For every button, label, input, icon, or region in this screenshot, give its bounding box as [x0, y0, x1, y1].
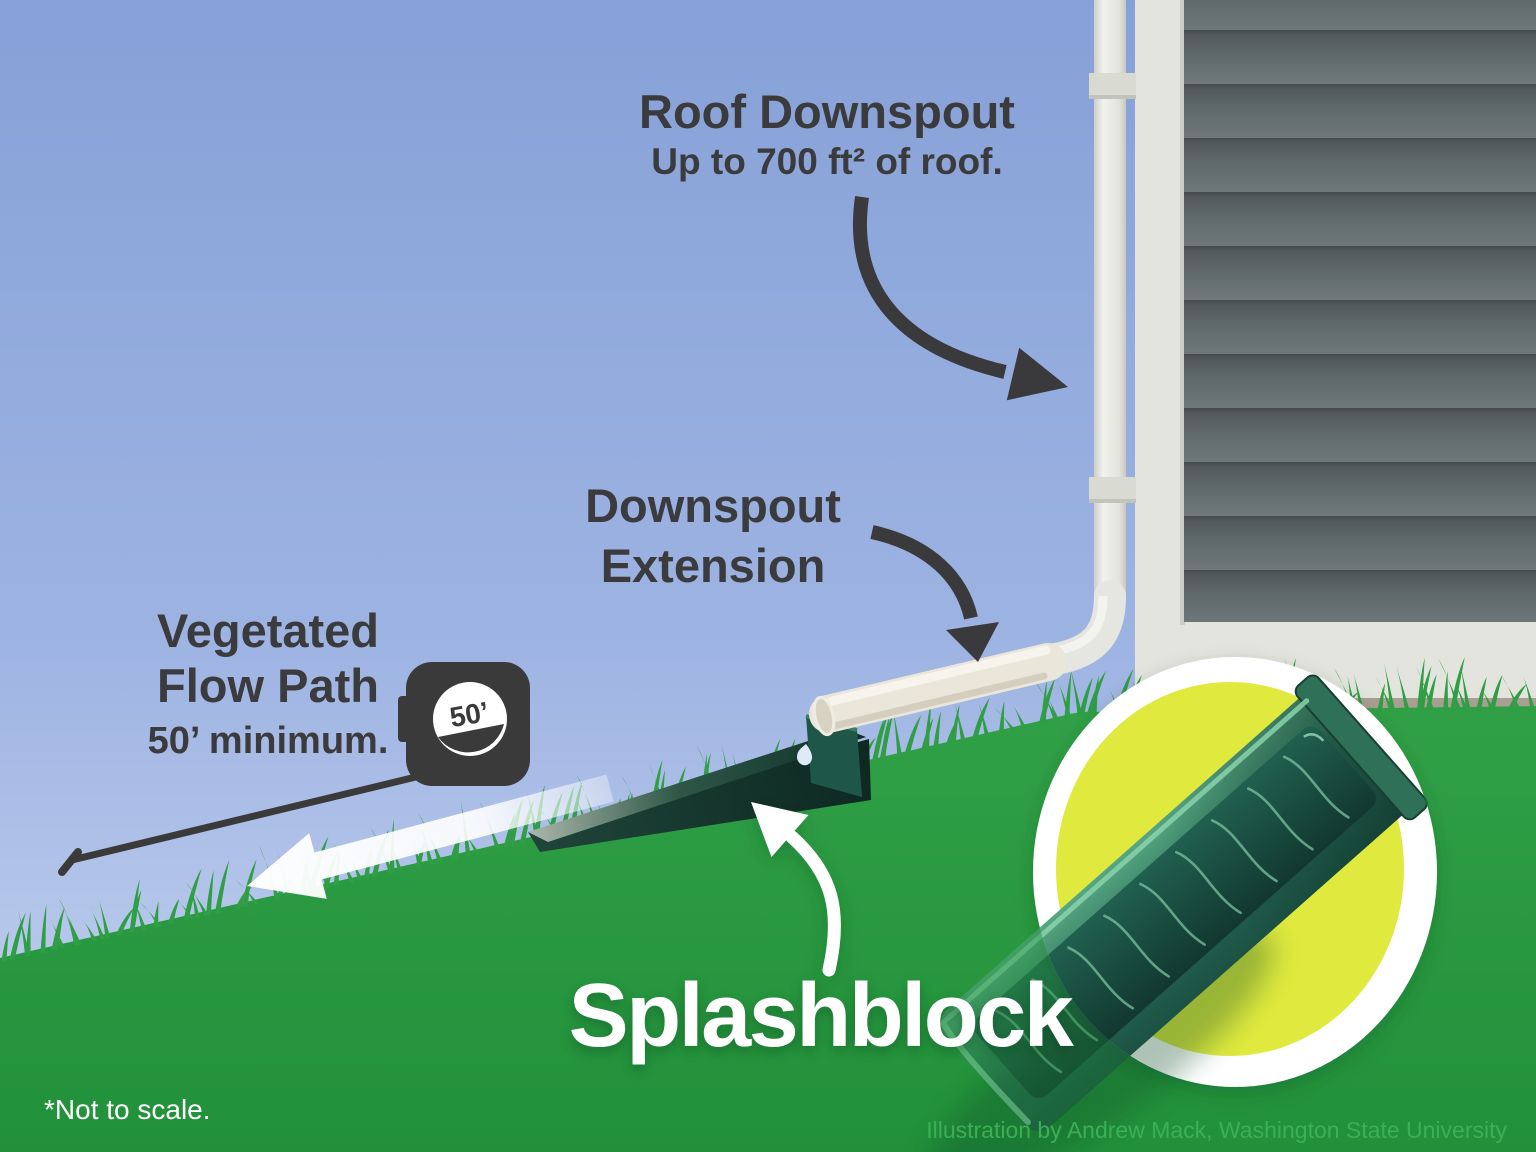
house-siding: [1184, 0, 1536, 622]
tape-measure-label: 50’: [447, 696, 491, 733]
illustration-credit: Illustration by Andrew Mack, Washington …: [926, 1117, 1507, 1143]
roof-downspout-subtitle: Up to 700 ft² of roof.: [651, 140, 1003, 182]
splashblock-inset: [896, 657, 1437, 1152]
pipe-bracket: [1089, 73, 1136, 98]
splashblock-label: Splashblock: [568, 966, 1074, 1066]
splashblock-main: [528, 714, 871, 852]
downspout-extension-arrow: [870, 525, 999, 662]
tape-measure-icon: 50’: [58, 662, 530, 876]
pipe-bracket: [1089, 477, 1136, 502]
downspout-extension-pipe: [797, 643, 1067, 766]
roof-downspout-arrow: [852, 196, 1068, 401]
water-droplet: [797, 744, 813, 766]
splashblock-pointer-arrow: [751, 802, 841, 977]
downspout-extension-label: Downspout Extension: [585, 479, 841, 592]
not-to-scale-note: *Not to scale.: [44, 1094, 211, 1125]
flow-path-arrow: [247, 774, 614, 899]
roof-downspout-title: Roof Downspout: [639, 85, 1015, 138]
roof-downspout-label: Roof Downspout Up to 700 ft² of roof.: [577, 85, 1077, 182]
vegetated-flow-path-label: Vegetated Flow Path 50’ minimum.: [147, 604, 389, 762]
